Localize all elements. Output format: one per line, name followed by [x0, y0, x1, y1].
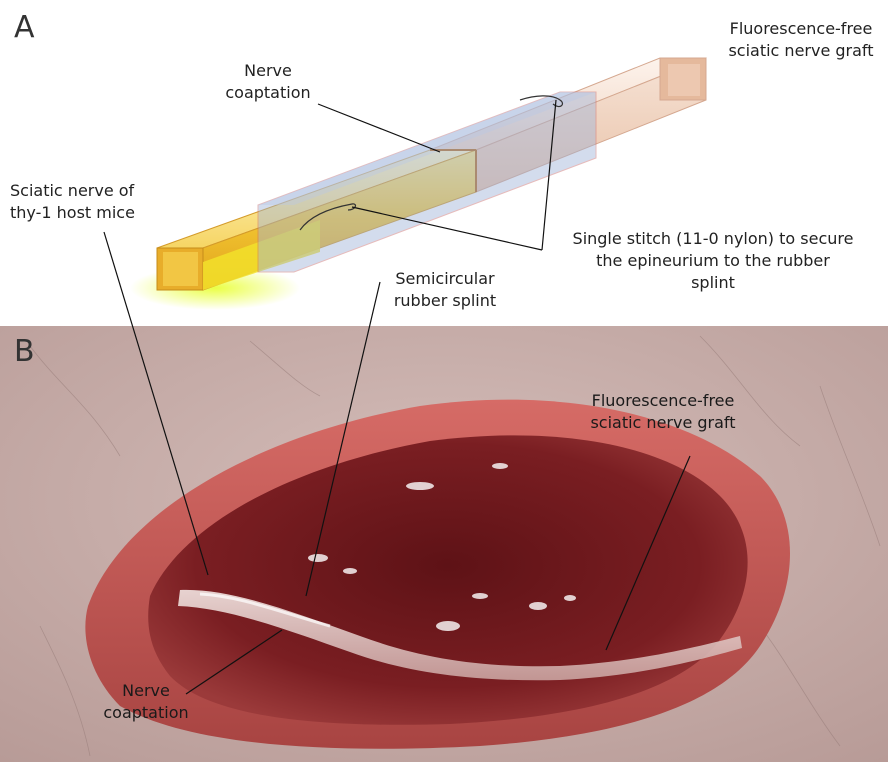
label-graft-a: Fluorescence-free sciatic nerve graft [716, 18, 886, 62]
panel-b: B Fluorescence-free sciatic nerve graft … [0, 326, 888, 762]
label-splint: Semicircular rubber splint [380, 268, 510, 312]
label-coaptation-b: Nerve coaptation [96, 680, 196, 724]
label-host-nerve: Sciatic nerve of thy-1 host mice [10, 180, 135, 224]
label-graft-b: Fluorescence-free sciatic nerve graft [578, 390, 748, 434]
label-stitch: Single stitch (11-0 nylon) to secure the… [546, 228, 880, 294]
panel-b-letter: B [14, 334, 35, 369]
panel-a-letter: A [14, 10, 35, 45]
label-coaptation-a: Nerve coaptation [218, 60, 318, 104]
